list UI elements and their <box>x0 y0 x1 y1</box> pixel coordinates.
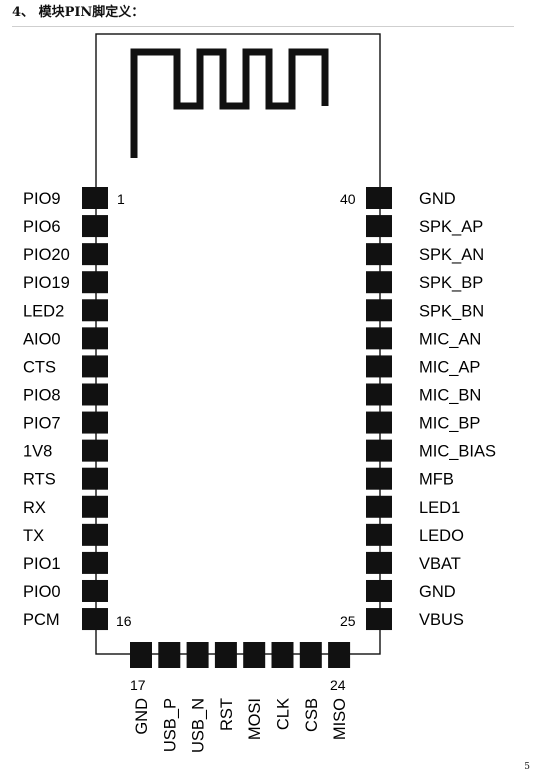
pad-left-11 <box>82 467 108 490</box>
pin-label-mic-ap: MIC_AP <box>419 358 480 376</box>
pin-label-csb: CSB <box>303 698 321 732</box>
pin-label-led2: LED2 <box>23 302 64 320</box>
bottom-label-group: GND USB_P USB_N RST MOSI CLK CSB MISO <box>133 698 349 753</box>
pad-bottom-21 <box>243 642 266 668</box>
pad-right-34 <box>366 355 392 378</box>
pin-label-cts: CTS <box>23 358 56 376</box>
pad-left-6 <box>82 327 108 350</box>
pin-label-pio7: PIO7 <box>23 415 61 433</box>
pin-label-pio6: PIO6 <box>23 218 61 236</box>
pin-label-mfb: MFB <box>419 471 454 489</box>
pin-label-pcm: PCM <box>23 611 60 629</box>
pin-label-led1: LED1 <box>419 499 460 517</box>
pin-label-pio8: PIO8 <box>23 386 61 404</box>
pad-left-4 <box>82 271 108 294</box>
pad-right-33 <box>366 383 392 406</box>
right-label-group: GND SPK_AP SPK_AN SPK_BP SPK_BN MIC_AN MIC_AP M… <box>419 190 496 629</box>
pin-label-pio1: PIO1 <box>23 555 61 573</box>
pad-bottom-17 <box>130 642 152 668</box>
pad-bottom-18 <box>158 642 181 668</box>
pcb-antenna-trace <box>130 48 329 158</box>
pad-left-13 <box>82 523 108 546</box>
pin-label-pio20: PIO20 <box>23 246 70 264</box>
pad-left-2 <box>82 215 108 238</box>
pad-right-32 <box>366 411 392 434</box>
bottom-pad-group <box>130 642 351 668</box>
pad-bottom-24 <box>328 642 351 668</box>
pin-label-1v8: 1V8 <box>23 443 52 461</box>
pad-left-9 <box>82 411 108 434</box>
pin-label-rts: RTS <box>23 471 56 489</box>
pad-left-5 <box>82 299 108 322</box>
pin-label-pio0: PIO0 <box>23 583 61 601</box>
pin-label-spk-ap: SPK_AP <box>419 218 483 236</box>
pad-right-29 <box>366 495 392 518</box>
pin-label-rst: RST <box>218 698 236 731</box>
pin-label-vbus: VBUS <box>419 611 464 629</box>
pin-number-25: 25 <box>340 613 356 629</box>
pad-right-39 <box>366 215 392 238</box>
pin-label-aio0: AIO0 <box>23 330 61 348</box>
pad-bottom-22 <box>271 642 294 668</box>
pad-right-35 <box>366 327 392 350</box>
pin-label-ledo: LEDO <box>419 527 464 545</box>
pin-label-mic-bn: MIC_BN <box>419 386 481 404</box>
pad-right-37 <box>366 271 392 294</box>
pad-right-30 <box>366 467 392 490</box>
pad-left-1 <box>82 187 108 209</box>
pad-bottom-19 <box>186 642 209 668</box>
pad-left-8 <box>82 383 108 406</box>
pad-left-15 <box>82 579 108 602</box>
pad-left-3 <box>82 243 108 266</box>
pin-number-1: 1 <box>117 191 125 207</box>
pad-right-31 <box>366 439 392 462</box>
pin-number-24: 24 <box>330 677 346 693</box>
pin-label-gnd: GND <box>419 190 456 208</box>
pin-label-usb-n: USB_N <box>190 698 208 753</box>
pin-label-mic-an: MIC_AN <box>419 330 481 348</box>
pad-left-16 <box>82 608 108 631</box>
left-pad-group <box>82 187 108 631</box>
pin-label-spk-bp: SPK_BP <box>419 274 483 292</box>
module-outline <box>95 33 381 655</box>
pin-number-17: 17 <box>130 677 146 693</box>
pin-label-spk-an: SPK_AN <box>419 246 484 264</box>
pad-right-27 <box>366 551 392 574</box>
pin-label-vbat: VBAT <box>419 555 461 573</box>
pin-label-mosi: MOSI <box>246 698 264 740</box>
pad-left-14 <box>82 551 108 574</box>
pad-left-7 <box>82 355 108 378</box>
pad-left-12 <box>82 495 108 518</box>
heading-divider <box>12 26 514 27</box>
pin-label-mic-bias: MIC_BIAS <box>419 443 496 461</box>
pad-bottom-23 <box>299 642 322 668</box>
pin-number-40: 40 <box>340 191 356 207</box>
pad-bottom-20 <box>214 642 237 668</box>
pin-label-tx: TX <box>23 527 44 545</box>
pin-number-16: 16 <box>116 613 132 629</box>
pad-left-10 <box>82 439 108 462</box>
pad-right-28 <box>366 523 392 546</box>
pad-right-36 <box>366 299 392 322</box>
pin-label-miso: MISO <box>331 698 349 740</box>
right-pad-group <box>366 187 392 631</box>
page-number: 5 <box>524 762 530 772</box>
pin-label-pio19: PIO19 <box>23 274 70 292</box>
pin-label-spk-bn: SPK_BN <box>419 302 484 320</box>
pad-right-38 <box>366 243 392 266</box>
pin-label-usb-p: USB_P <box>161 698 179 752</box>
pin-label-mic-bp: MIC_BP <box>419 415 480 433</box>
pin-label-gnd: GND <box>419 583 456 601</box>
section-heading: 4、 模块PIN脚定义： <box>12 5 145 20</box>
pin-label-rx: RX <box>23 499 46 517</box>
pad-right-40 <box>366 187 392 209</box>
pin-label-pio9: PIO9 <box>23 190 61 208</box>
pin-label-gnd: GND <box>133 698 151 735</box>
pad-right-25 <box>366 608 392 631</box>
pin-label-clk: CLK <box>275 698 293 730</box>
pad-right-26 <box>366 579 392 602</box>
